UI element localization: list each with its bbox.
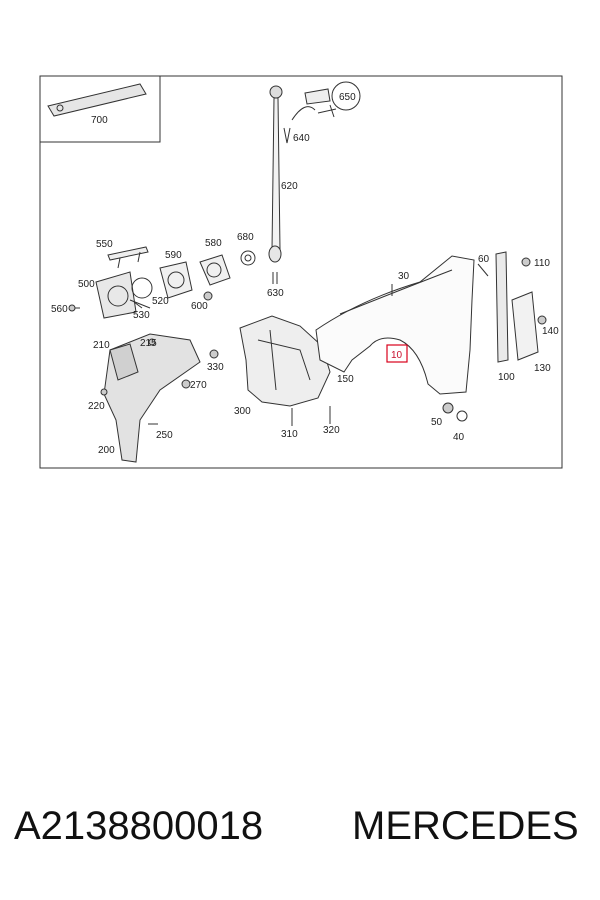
clip-40: [456, 410, 468, 422]
callout-150: 150: [337, 374, 354, 385]
callout-630: 630: [267, 288, 284, 299]
part-500-dial: [107, 285, 129, 307]
liner-300-detail: [257, 329, 311, 391]
ring-680: [240, 250, 256, 266]
callout-580: 580: [205, 238, 222, 249]
callout-110: 110: [534, 258, 550, 269]
callout-200: 200: [98, 445, 115, 456]
fender-10-shape: [315, 255, 475, 395]
callout-600: 600: [191, 301, 208, 312]
brand-name: MERCEDES: [352, 804, 579, 848]
part-number: A2138800018: [14, 804, 264, 848]
callout-labels: 700 650 640 620 550 590 580 680 500 520 …: [51, 92, 559, 456]
strip-100-shape: [495, 251, 509, 363]
callout-620: 620: [281, 181, 298, 192]
caption: A2138800018 MERCEDES: [0, 800, 600, 870]
plate-580-shape: [199, 254, 231, 286]
callout-640: 640: [293, 133, 310, 144]
callout-220: 220: [88, 401, 105, 412]
strip-700-hole: [56, 104, 64, 112]
clip-60: [477, 263, 489, 277]
callout-300: 300: [234, 406, 251, 417]
callout-590: 590: [165, 250, 182, 261]
part-530-shape: [133, 301, 143, 309]
bracket-550-shape: [107, 246, 149, 261]
screw-560-head: [68, 304, 76, 312]
clip-270: [181, 379, 191, 389]
nut-600: [203, 291, 213, 301]
callout-550: 550: [96, 239, 113, 250]
screw-110: [521, 257, 531, 267]
clip-330: [209, 349, 219, 359]
part-500-shape: [95, 271, 137, 319]
part-500-arm: [129, 299, 151, 309]
callout-700: 700: [91, 115, 108, 126]
clip-215: [148, 338, 156, 346]
callout-10: 10: [391, 350, 403, 361]
nut-50: [442, 402, 454, 414]
highlight-box: [386, 344, 408, 363]
callout-310: 310: [281, 429, 298, 440]
fender-10-edge: [339, 269, 453, 315]
callout-320: 320: [323, 425, 340, 436]
callout-130: 130: [534, 363, 551, 374]
callout-40: 40: [453, 432, 465, 443]
liner-210-grille: [109, 343, 139, 381]
callout-680: 680: [237, 232, 254, 243]
callout-30: 30: [398, 271, 410, 282]
grommet-630: [268, 245, 282, 263]
circle-650: [331, 81, 361, 111]
strip-700-shape: [47, 83, 147, 117]
callout-270: 270: [190, 380, 207, 391]
bolt-650-shape: [304, 88, 331, 105]
callout-500: 500: [78, 279, 95, 290]
bolt-640-shape: [317, 104, 337, 118]
callout-210: 210: [93, 340, 110, 351]
screw-630: [272, 272, 278, 284]
callout-330: 330: [207, 362, 224, 373]
callout-140: 140: [542, 326, 559, 337]
callout-530: 530: [133, 310, 150, 321]
clip-140: [537, 315, 547, 325]
clip-640-shape: [283, 127, 291, 144]
bracket-130-shape: [511, 291, 539, 361]
plate-590-shape: [159, 261, 193, 299]
callout-60: 60: [478, 254, 490, 265]
callout-650: 650: [339, 92, 356, 103]
callout-215: 215: [140, 338, 157, 349]
washer-520: [131, 277, 153, 299]
diagram-frame: [39, 75, 563, 469]
ring-680-inner: [244, 254, 252, 262]
parts-diagram: 700 650 640 620 550 590 580 680 500 520 …: [39, 75, 563, 469]
callout-560: 560: [51, 304, 68, 315]
rod-620-shape: [271, 97, 281, 251]
callout-100: 100: [498, 372, 515, 383]
inset-box: [39, 75, 161, 143]
plate-580-hole: [206, 262, 222, 278]
callout-250: 250: [156, 430, 173, 441]
plate-590-hole: [167, 271, 185, 289]
clip-220: [100, 388, 108, 396]
callout-520: 520: [152, 296, 169, 307]
rod-620-knob: [269, 85, 283, 99]
arrow-curve: [291, 106, 316, 121]
liner-300-shape: [239, 315, 331, 407]
bracket-550-legs: [117, 251, 141, 269]
callout-50: 50: [431, 417, 443, 428]
